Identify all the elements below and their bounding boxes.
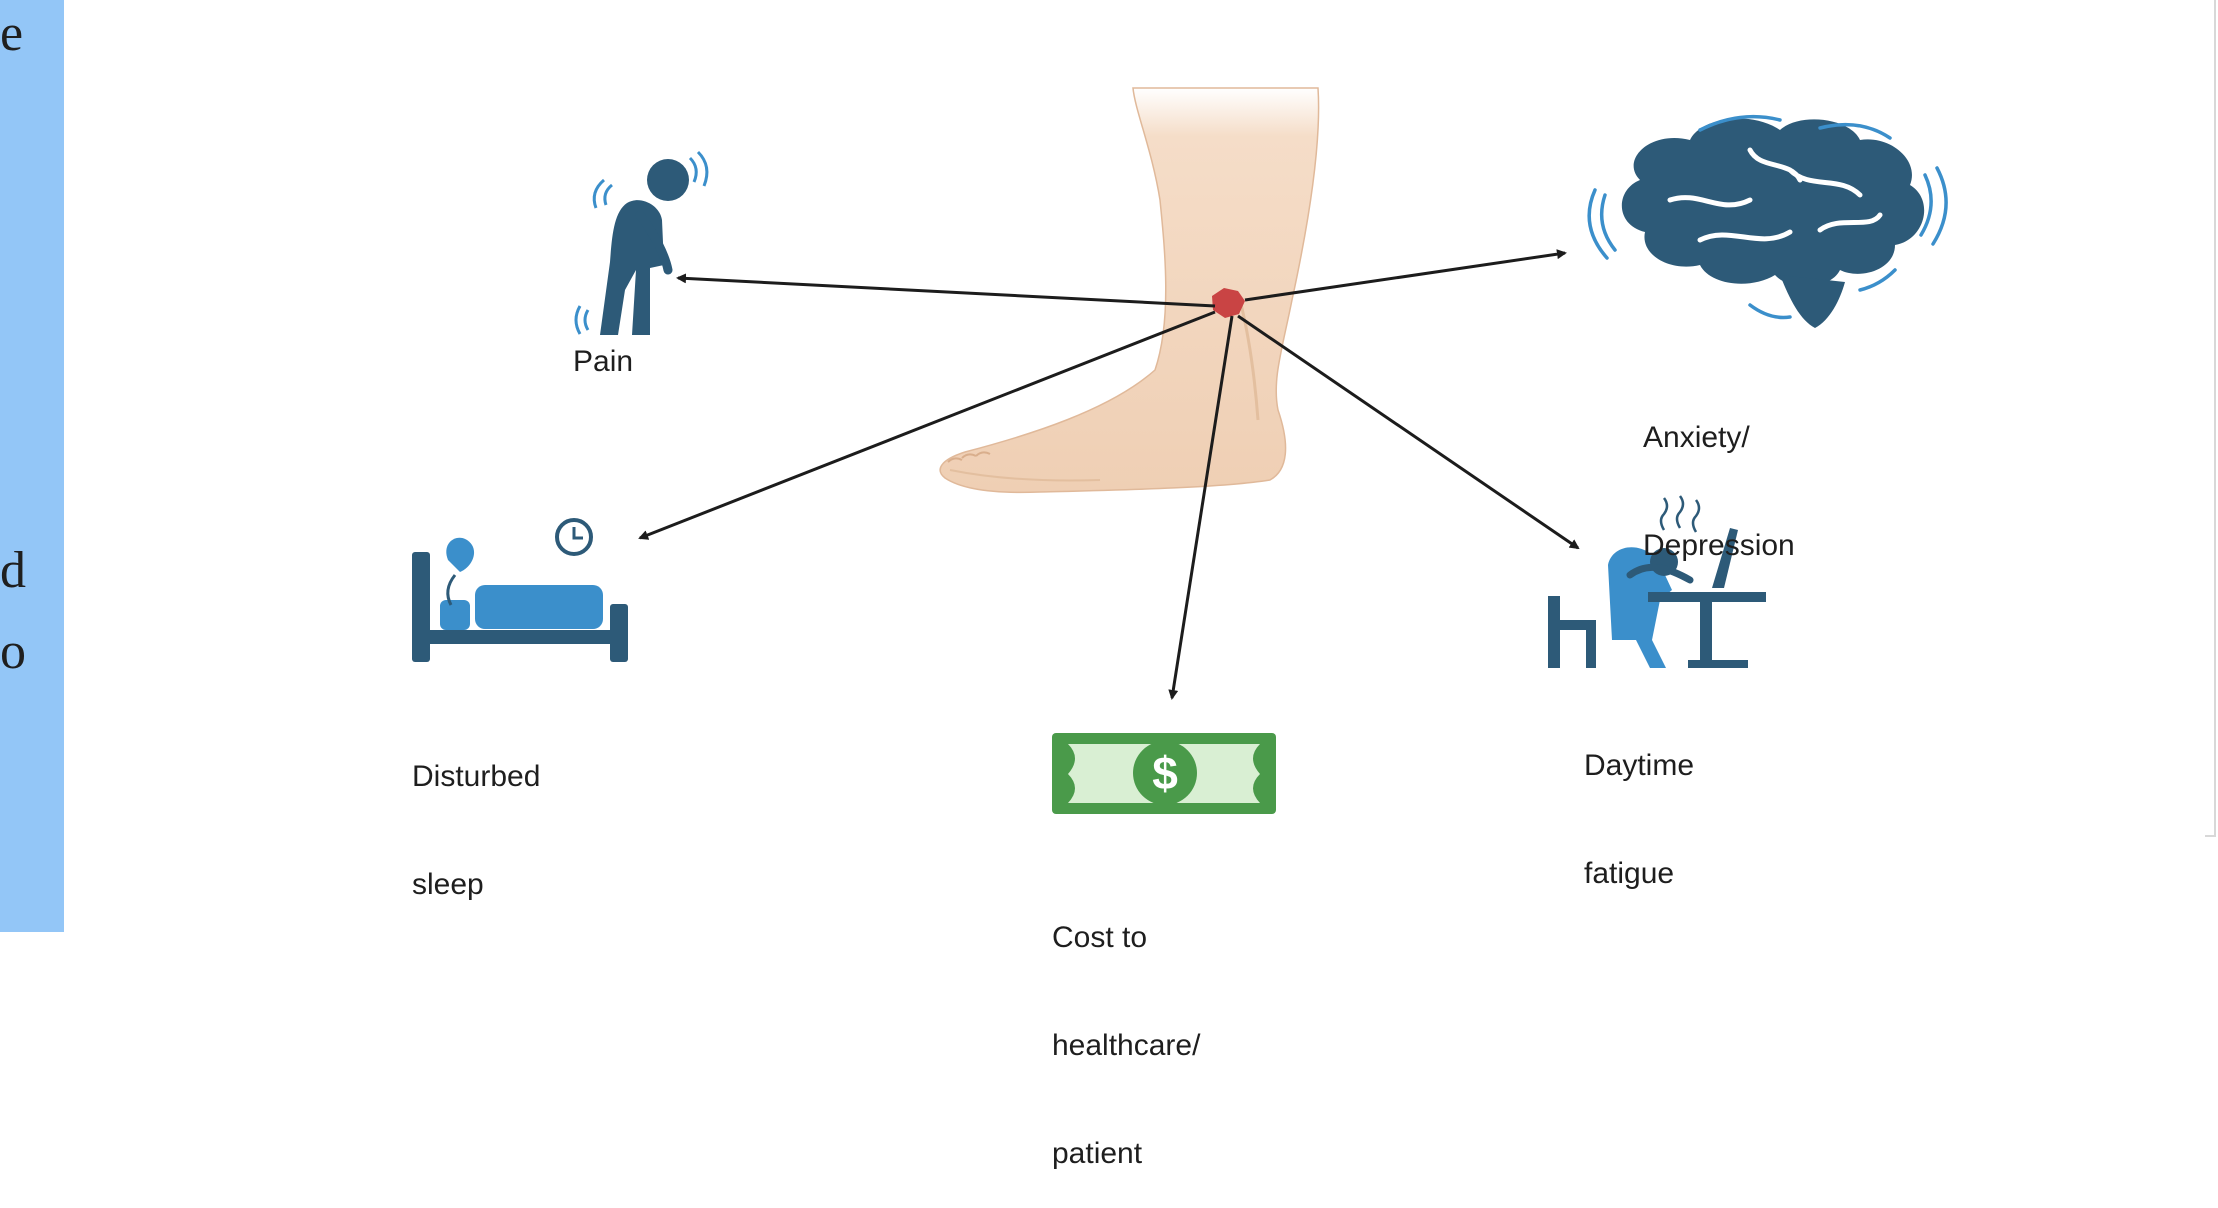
label-fatigue-line1: Daytime: [1584, 749, 1695, 782]
bed-sleep-icon: [412, 518, 628, 662]
impact-diagram: $: [412, 87, 1948, 814]
arrows: [638, 249, 1580, 700]
brain-icon: [1587, 114, 1948, 328]
label-sleep-line2: sleep: [412, 868, 484, 901]
arrow-to-sleep: [638, 310, 1216, 540]
left-side-panel: e d o: [0, 0, 64, 932]
label-cost-line3: patient: [1052, 1137, 1143, 1170]
pain-person-icon: [574, 150, 709, 335]
money-bill-icon: $: [1052, 733, 1276, 814]
dollar-symbol: $: [1152, 747, 1178, 799]
label-anxiety-depression: Anxiety/ Depression: [1643, 348, 1795, 600]
arrow-to-cost: [1168, 315, 1234, 700]
label-cost-line1: Cost to: [1052, 921, 1148, 954]
label-cost-line2: healthcare/: [1052, 1029, 1201, 1062]
text-fragment-1: e: [0, 5, 24, 62]
slide-border: [2214, 0, 2216, 835]
label-daytime-fatigue: Daytime fatigue: [1584, 676, 1694, 928]
wound-icon: [1212, 288, 1245, 318]
clock-icon: [555, 518, 593, 556]
text-fragment-2: d: [0, 542, 26, 599]
label-fatigue-line2: fatigue: [1584, 857, 1675, 890]
label-anxiety-line1: Anxiety/: [1643, 421, 1750, 454]
arrow-to-anxiety: [1244, 249, 1567, 302]
label-sleep-line1: Disturbed: [412, 760, 541, 793]
label-disturbed-sleep: Disturbed sleep: [412, 687, 540, 939]
label-anxiety-line2: Depression: [1643, 529, 1795, 562]
slide-border-corner: [2205, 835, 2216, 837]
leg-illustration: [939, 87, 1320, 494]
label-cost: Cost to healthcare/ patient: [1052, 848, 1200, 1208]
fatigue-desk-icon: [1548, 495, 1766, 668]
arrow-to-pain: [676, 273, 1216, 308]
text-fragment-3: o: [0, 623, 26, 680]
label-pain: Pain: [573, 345, 634, 378]
arrow-to-fatigue: [1237, 314, 1580, 550]
